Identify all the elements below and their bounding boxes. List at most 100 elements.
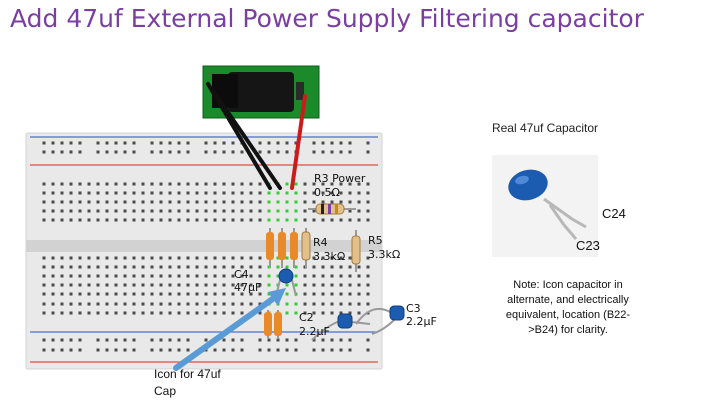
breadboard-hole [87,256,91,260]
breadboard-hole [231,283,235,287]
breadboard-hole [51,141,55,145]
breadboard-hole [267,150,271,154]
breadboard-hole [51,292,55,296]
breadboard-hole [159,292,163,296]
breadboard-hole [276,338,280,342]
breadboard-hole [105,209,109,213]
breadboard-hole [267,200,271,204]
breadboard-hole [348,200,352,204]
breadboard-hole [366,182,370,186]
breadboard-hole [150,150,154,154]
breadboard-hole [294,338,298,342]
breadboard-hole [114,182,118,186]
c2-value-label: 2.2µF [299,325,330,338]
breadboard-hole [249,182,253,186]
breadboard-hole [150,182,154,186]
breadboard-hole [114,338,118,342]
breadboard-hole [42,302,46,306]
breadboard-hole [339,274,343,278]
breadboard-hole [177,338,181,342]
breadboard-hole [294,311,298,315]
breadboard-hole [69,209,73,213]
resistor-icon [274,312,282,336]
breadboard-hole [105,191,109,195]
breadboard-hole [321,150,325,154]
breadboard-hole [258,218,262,222]
breadboard-hole [240,191,244,195]
breadboard-hole [141,209,145,213]
breadboard-hole [51,274,55,278]
breadboard-hole [195,311,199,315]
breadboard-hole [168,209,172,213]
breadboard-hole [276,348,280,352]
breadboard-hole [339,338,343,342]
breadboard-hole [150,338,154,342]
ceramic-capacitor-icon [508,169,587,240]
breadboard-hole [339,348,343,352]
breadboard-hole [240,150,244,154]
breadboard-hole [60,200,64,204]
breadboard-hole [87,274,91,278]
breadboard-hole [285,292,289,296]
breadboard-hole [285,191,289,195]
breadboard-hole [258,283,262,287]
breadboard-hole [42,209,46,213]
breadboard-hole [96,182,100,186]
breadboard-hole [258,209,262,213]
resistor-icon [266,232,274,260]
breadboard-hole [285,338,289,342]
breadboard-hole [330,283,334,287]
breadboard-hole [51,283,55,287]
breadboard-hole [231,292,235,296]
breadboard-hole [366,348,370,352]
breadboard-hole [339,218,343,222]
breadboard-hole [258,200,262,204]
breadboard-hole [357,302,361,306]
breadboard-hole [186,283,190,287]
breadboard-hole [366,191,370,195]
breadboard-hole [294,209,298,213]
breadboard-hole [186,256,190,260]
breadboard-hole [177,209,181,213]
breadboard-hole [366,274,370,278]
breadboard-hole [285,311,289,315]
breadboard-hole [222,256,226,260]
breadboard-hole [123,311,127,315]
breadboard-hole [159,150,163,154]
c4-value-label: 47µF [234,281,261,294]
breadboard-hole [222,191,226,195]
breadboard-hole [186,348,190,352]
breadboard-hole [132,256,136,260]
resistor-r5 [351,230,361,272]
breadboard-hole [213,200,217,204]
breadboard-hole [69,302,73,306]
breadboard-hole [150,311,154,315]
breadboard-hole [357,182,361,186]
breadboard-hole [258,256,262,260]
breadboard-hole [132,141,136,145]
breadboard-hole [87,265,91,269]
breadboard-hole [357,265,361,269]
breadboard-hole [258,348,262,352]
breadboard-hole [60,338,64,342]
breadboard-hole [114,256,118,260]
breadboard-hole [330,150,334,154]
breadboard-hole [51,302,55,306]
breadboard-hole [96,141,100,145]
breadboard-hole [132,150,136,154]
breadboard-hole [312,311,316,315]
breadboard-hole [240,348,244,352]
breadboard-hole [330,265,334,269]
breadboard-hole [132,209,136,213]
breadboard-hole [168,274,172,278]
breadboard-hole [285,348,289,352]
breadboard-hole [69,292,73,296]
breadboard-hole [69,283,73,287]
breadboard-hole [348,311,352,315]
breadboard-hole [69,338,73,342]
ceramic-capacitor-icon [311,313,371,341]
breadboard-hole [177,150,181,154]
breadboard-hole [159,274,163,278]
breadboard-hole [213,191,217,195]
resistor-icon [264,312,272,336]
